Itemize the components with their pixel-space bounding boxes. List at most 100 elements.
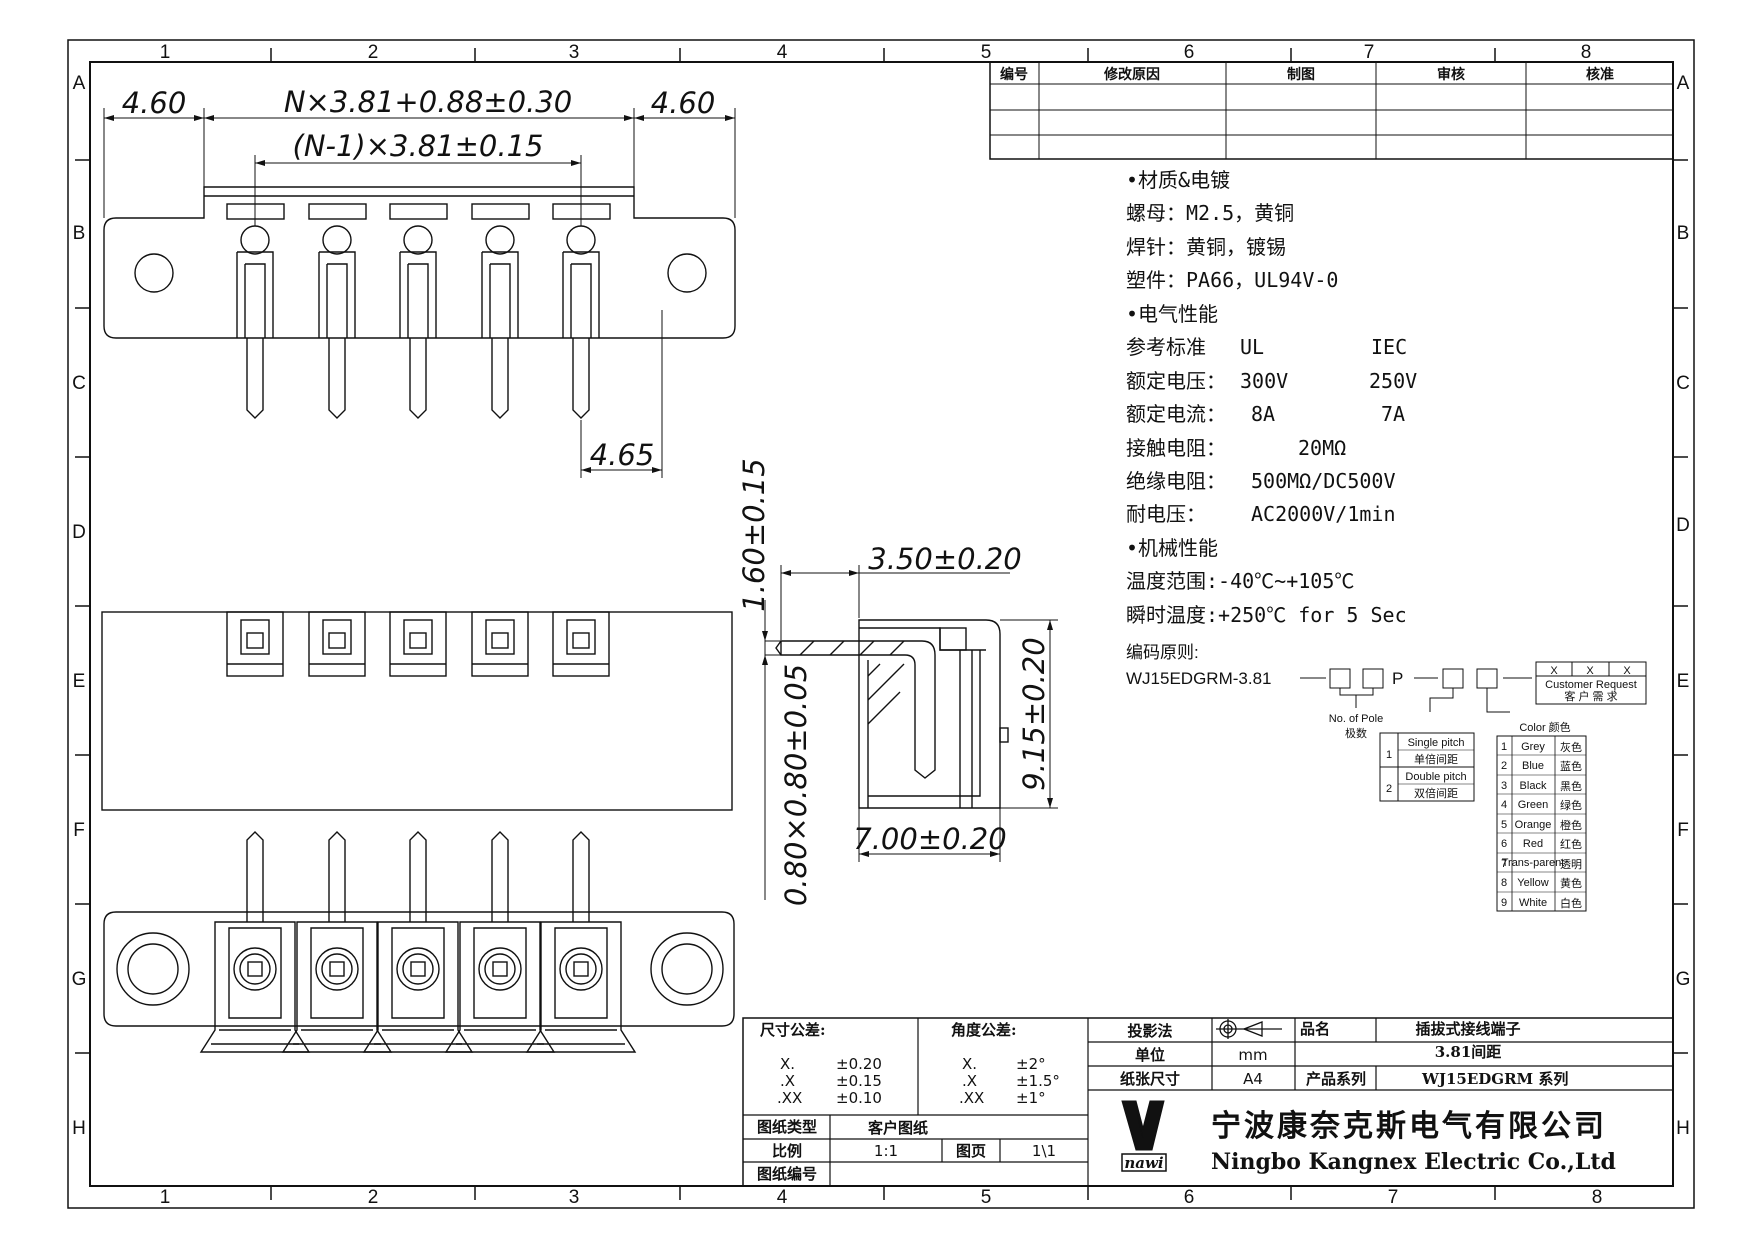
side-view-pin-tip <box>775 640 782 656</box>
screw-cell <box>281 921 393 1053</box>
zone-row-h: H <box>72 1118 86 1139</box>
outer-frame <box>67 39 1695 1209</box>
coding-title: 编码原则: <box>1126 643 1199 662</box>
zone-row-labels-left: A B C D E F G H <box>72 73 87 1139</box>
pitch-option-2-en: Double pitch <box>1405 771 1466 783</box>
tol-row-2-aval: ±1.5° <box>1016 1072 1060 1090</box>
top-view <box>103 186 736 419</box>
bottom-view-pins <box>246 831 590 922</box>
zone-col-8: 8 <box>1581 42 1592 63</box>
side-view-contact <box>780 640 936 779</box>
spec-voltage-ul: 300V <box>1240 369 1288 393</box>
tol-row-3-aval: ±1° <box>1016 1089 1046 1107</box>
zone-row-c-right: C <box>1676 373 1690 394</box>
specifications: •材质&电镀 螺母：M2.5，黄铜 焊针：黄铜，镀锡 塑件：PA66，UL94V… <box>1126 168 1417 627</box>
pitch-options-table: 1 Single pitch 单倍间距 2 Double pitch 双倍间距 <box>1379 732 1475 802</box>
zone-row-b: B <box>73 223 86 244</box>
zone-row-d-right: D <box>1676 515 1690 536</box>
dim-right-margin: 4.60 <box>651 86 716 120</box>
tol-row-1-aval: ±2° <box>1016 1055 1046 1073</box>
dim-pitch: (N-1)×3.81±0.15 <box>293 129 544 163</box>
zone-row-d: D <box>72 522 86 543</box>
color-9-en: White <box>1519 897 1547 909</box>
pin-slot <box>471 203 530 220</box>
product-name: 插拔式接线端子 <box>1415 1020 1520 1038</box>
zone-row-f-right: F <box>1677 820 1689 841</box>
screw-cell <box>444 921 556 1053</box>
side-view-hatch <box>867 663 905 725</box>
series-label: 产品系列 <box>1306 1070 1366 1088</box>
spec-std-ul: UL <box>1240 335 1264 359</box>
tol-row-1-akey: X. <box>962 1055 977 1073</box>
projection-symbol-icon <box>1216 1019 1282 1039</box>
bottom-view-mount-hole-right-outer <box>650 932 724 1006</box>
dimension-arrows-side <box>762 570 1053 857</box>
spec-standard: 参考标准 <box>1126 335 1206 359</box>
spec-voltage: 额定电压： <box>1126 369 1226 393</box>
drawing-type-label: 图纸类型 <box>757 1118 817 1136</box>
pin <box>328 831 346 922</box>
zone-row-g: G <box>72 969 87 990</box>
color-1-cn: 灰色 <box>1560 740 1582 754</box>
coding-x-1: X <box>1550 665 1558 677</box>
color-9-num: 9 <box>1501 897 1507 909</box>
side-view <box>775 619 1009 809</box>
pitch-option-1-num: 1 <box>1386 749 1392 761</box>
color-7-cn: 透明 <box>1560 858 1582 871</box>
contact <box>318 225 356 419</box>
zone-row-e: E <box>73 671 86 692</box>
dim-pin-height: 1.60±0.15 <box>737 458 771 611</box>
zone-row-f: F <box>73 820 85 841</box>
spec-mechanical-header: •机械性能 <box>1126 536 1218 560</box>
tol-dim-label: 尺寸公差: <box>760 1021 826 1039</box>
dim-pin-section: 0.80×0.80±0.05 <box>779 664 813 906</box>
spec-insulation-value: 500MΩ/DC500V <box>1251 469 1396 493</box>
socket <box>552 611 610 677</box>
contact <box>562 225 600 419</box>
coding-poles-cn: 极数 <box>1345 726 1367 740</box>
bottom-view-mount-hole-right-inner <box>661 943 713 995</box>
zone-col-7: 7 <box>1364 42 1375 63</box>
zone-col-5: 5 <box>981 42 992 63</box>
tol-row-2-val: ±0.15 <box>836 1072 882 1090</box>
color-4-num: 4 <box>1501 799 1507 811</box>
zone-row-g-right: G <box>1676 969 1691 990</box>
product-pitch: 3.81间距 <box>1435 1043 1502 1061</box>
dim-depth: 3.50±0.20 <box>868 542 1021 576</box>
tol-row-3-val: ±0.10 <box>836 1089 882 1107</box>
pitch-option-2-cn: 双倍间距 <box>1414 786 1458 800</box>
front-view-sockets <box>226 611 610 677</box>
spec-nut: 螺母：M2.5，黄铜 <box>1126 201 1294 225</box>
zone-row-h-right: H <box>1676 1118 1690 1139</box>
tol-row-1-val: ±0.20 <box>836 1055 882 1073</box>
top-view-pin-slots <box>226 203 611 220</box>
scale-value: 1:1 <box>874 1142 898 1160</box>
spec-plastic: 塑件：PA66，UL94V-0 <box>1126 268 1338 292</box>
side-view-inner <box>867 650 981 808</box>
rev-header-no: 编号 <box>1000 66 1028 83</box>
paper-label: 纸张尺寸 <box>1120 1070 1180 1088</box>
zone-col-5-bottom: 5 <box>981 1187 992 1208</box>
spec-temp-range: 温度范围:-40℃~+105℃ <box>1126 569 1354 593</box>
zone-col-1-bottom: 1 <box>160 1187 171 1208</box>
socket <box>226 611 284 677</box>
color-3-cn: 黑色 <box>1560 779 1582 793</box>
side-dimension-lines <box>764 565 1058 900</box>
color-2-cn: 蓝色 <box>1560 759 1582 773</box>
side-view-latch <box>999 727 1009 743</box>
top-dimension-lines <box>103 108 736 478</box>
rev-header-checked: 审核 <box>1437 66 1465 83</box>
dim-height: 9.15±0.20 <box>1017 637 1051 790</box>
zone-row-labels-right: A B C D E F G H <box>1676 73 1691 1139</box>
color-5-cn: 橙色 <box>1560 818 1582 832</box>
contact <box>399 225 437 419</box>
zone-column-labels-top: 1 2 3 4 5 6 7 8 <box>160 42 1592 63</box>
zone-col-6: 6 <box>1184 42 1195 63</box>
spec-instant-temp: 瞬时温度:+250℃ for 5 Sec <box>1126 603 1407 627</box>
rev-header-drawn: 制图 <box>1287 66 1315 83</box>
spec-withstand: 耐电压： <box>1126 502 1206 526</box>
socket <box>308 611 366 677</box>
spec-current-ul: 8A <box>1251 402 1275 426</box>
color-2-en: Blue <box>1522 760 1544 772</box>
zone-col-1: 1 <box>160 42 171 63</box>
